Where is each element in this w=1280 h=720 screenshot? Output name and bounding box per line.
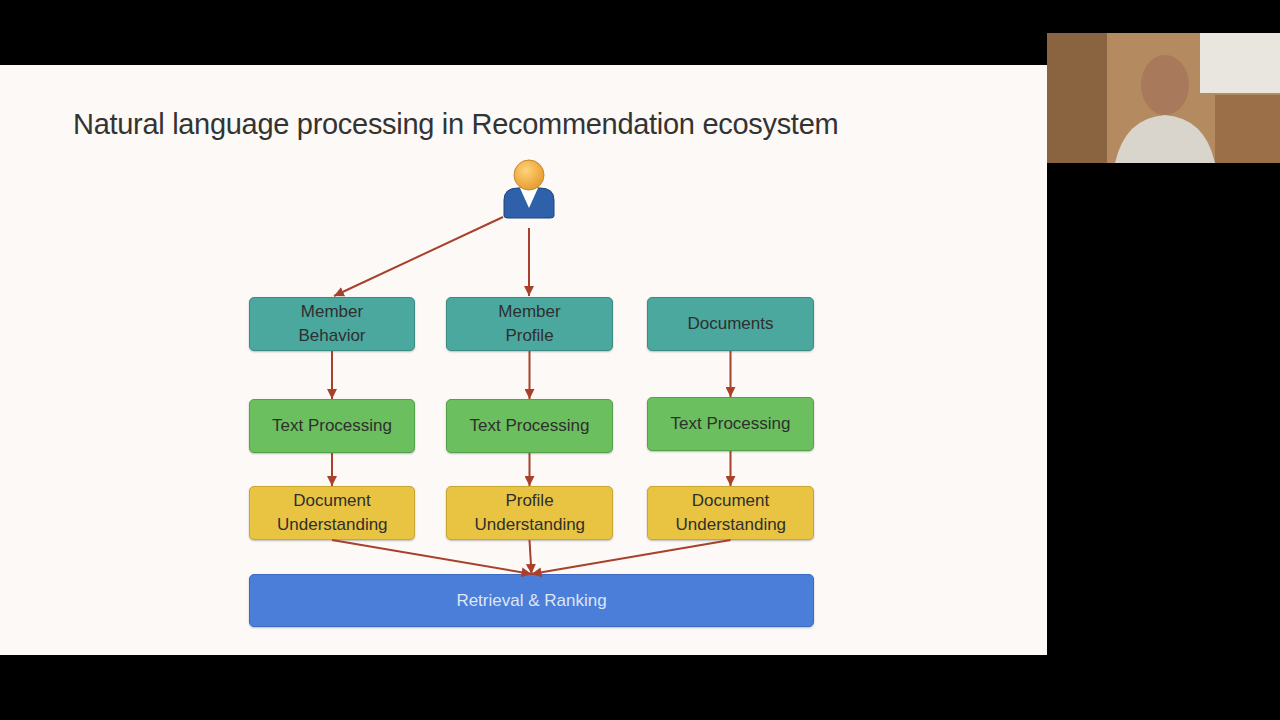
process-box: Text Processing [446, 399, 613, 453]
process-box: Member Profile [446, 297, 613, 351]
node-label: Document Understanding [277, 489, 387, 537]
person-icon [504, 160, 554, 218]
node-label: Documents [688, 312, 774, 336]
slide-background [0, 65, 1047, 655]
slide-title: Natural language processing in Recommend… [73, 108, 1033, 141]
arrow-connector [331, 351, 333, 399]
process-box: Text Processing [249, 399, 415, 453]
arrow-connector [730, 451, 732, 486]
node-label: Profile Understanding [475, 489, 585, 537]
node-label: Text Processing [272, 414, 392, 438]
node-label: Text Processing [671, 412, 791, 436]
leader-arrow [528, 228, 530, 296]
process-box: Retrieval & Ranking [249, 574, 814, 627]
process-box: Text Processing [647, 397, 814, 451]
arrow-connector [529, 351, 531, 399]
process-box: Profile Understanding [446, 486, 613, 540]
process-box: Member Behavior [249, 297, 415, 351]
process-box: Document Understanding [647, 486, 814, 540]
node-label: Member Profile [475, 300, 585, 348]
node-label: Text Processing [470, 414, 590, 438]
arrow-connector [331, 453, 333, 486]
arrow-connector [532, 540, 731, 574]
arrow-connector [530, 540, 532, 574]
arrow-connector [529, 453, 531, 486]
leader-arrow [334, 217, 503, 296]
process-box: Documents [647, 297, 814, 351]
node-label: Member Behavior [277, 300, 387, 348]
webcam-feed [1047, 33, 1280, 163]
arrow-connector [332, 540, 532, 574]
arrow-connector [730, 351, 732, 397]
node-label: Retrieval & Ranking [456, 589, 606, 613]
process-box: Document Understanding [249, 486, 415, 540]
node-label: Document Understanding [676, 489, 786, 537]
